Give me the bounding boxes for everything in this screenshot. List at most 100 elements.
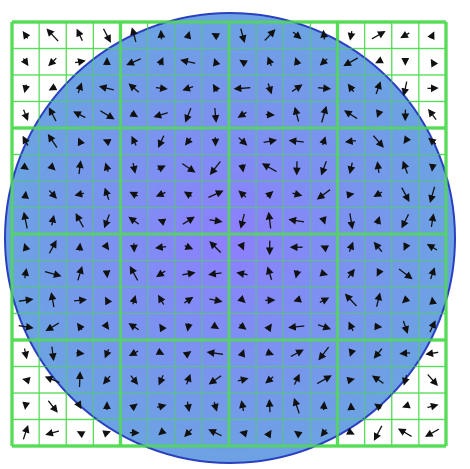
vector-arrow	[238, 190, 247, 199]
vector-arrow	[100, 110, 115, 120]
vector-arrow	[47, 162, 56, 171]
vector-arrow	[129, 162, 138, 174]
vector-arrow	[48, 214, 57, 226]
vector-arrow	[233, 84, 251, 93]
vector-arrow	[181, 163, 196, 173]
vector-arrow	[376, 109, 384, 118]
vector-arrow	[131, 135, 139, 146]
vector-arrow	[102, 270, 111, 279]
vector-arrow	[237, 321, 247, 330]
vector-arrow	[265, 211, 274, 229]
vector-arrow	[237, 110, 247, 118]
vector-arrow	[184, 428, 193, 438]
vector-arrow	[209, 296, 223, 304]
vector-arrow	[182, 216, 195, 225]
vector-arrow	[75, 242, 84, 251]
vector-arrow	[238, 28, 247, 44]
vector-arrow	[292, 31, 302, 40]
vector-arrow	[76, 28, 84, 41]
vector-arrow	[344, 137, 356, 145]
vector-arrow	[77, 137, 85, 147]
vector-arrow	[47, 400, 58, 413]
vector-arrow	[319, 401, 328, 411]
vector-arrow	[401, 320, 409, 334]
vector-arrow	[73, 111, 86, 119]
vector-arrow	[265, 348, 275, 356]
vector-arrow	[347, 162, 356, 175]
vector-arrow	[129, 403, 138, 412]
vector-arrow	[264, 323, 272, 333]
vector-arrow	[22, 242, 31, 252]
vector-arrow	[22, 135, 30, 146]
vector-arrow	[427, 402, 439, 411]
vector-arrow	[48, 190, 57, 199]
vector-arrow	[45, 322, 60, 332]
vector-arrow	[371, 375, 384, 384]
vector-arrow	[184, 107, 192, 123]
vector-arrow	[429, 163, 437, 172]
vector-arrow	[128, 216, 140, 225]
vector-arrow	[74, 189, 85, 198]
vector-arrow	[21, 109, 29, 122]
vector-arrow	[347, 268, 355, 279]
vector-arrow	[102, 430, 111, 438]
vector-arrow	[265, 110, 275, 119]
vector-arrow	[184, 373, 192, 385]
vector-arrow	[76, 322, 85, 332]
vector-arrow	[292, 397, 301, 414]
vector-arrow	[346, 241, 355, 252]
vector-arrow	[75, 371, 84, 388]
vector-arrow	[294, 57, 302, 66]
vector-arrow	[103, 214, 111, 229]
vector-arrow	[403, 135, 412, 144]
vector-arrow	[237, 294, 246, 304]
vector-arrow	[403, 242, 411, 251]
vector-arrow	[210, 321, 220, 330]
vector-arrow	[158, 375, 166, 386]
vector-arrow	[374, 161, 383, 173]
vector-arrow	[266, 266, 274, 280]
vector-arrow	[426, 243, 438, 252]
vector-arrow	[128, 323, 139, 331]
vector-arrow	[320, 29, 329, 40]
vector-arrow	[425, 349, 439, 357]
vector-arrow	[344, 110, 358, 120]
vector-arrow	[180, 57, 196, 66]
vector-arrow	[208, 269, 222, 278]
vector-arrow	[157, 218, 167, 226]
vector-arrow	[402, 374, 410, 386]
vector-arrow	[211, 32, 221, 41]
vector-arrow	[320, 428, 329, 437]
vector-arrow	[129, 109, 139, 118]
vector-arrow	[156, 269, 166, 278]
vector-arrow	[427, 31, 435, 41]
vector-arrow	[398, 268, 413, 280]
vector-arrow	[206, 349, 224, 357]
vector-arrow	[346, 427, 355, 435]
vector-arrow	[22, 376, 31, 385]
vector-arrow	[288, 137, 304, 146]
vector-arrow	[373, 189, 383, 198]
vector-arrow	[265, 83, 274, 95]
vector-arrow	[103, 162, 112, 172]
vector-arrow	[184, 401, 192, 413]
vector-arrow	[375, 56, 384, 64]
vector-arrow	[401, 187, 410, 202]
vector-arrow	[155, 243, 167, 251]
vector-arrow	[237, 241, 245, 251]
vector-arrow	[208, 190, 224, 198]
vector-arrow	[292, 189, 303, 198]
vector-arrow	[183, 296, 194, 305]
vector-arrow	[182, 269, 196, 278]
vector-arrow	[238, 164, 246, 173]
vector-arrow	[182, 351, 192, 359]
vector-arrow	[428, 108, 437, 120]
vector-arrow	[346, 376, 355, 385]
vector-arrow	[73, 296, 87, 305]
vector-arrow	[183, 30, 192, 40]
vector-arrow	[48, 83, 58, 91]
vector-arrow	[292, 106, 301, 122]
vector-arrow	[263, 137, 278, 146]
